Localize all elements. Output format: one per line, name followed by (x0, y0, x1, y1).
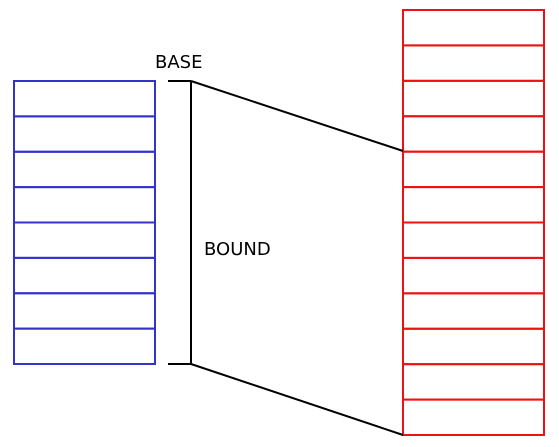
base-label: BASE (155, 52, 202, 73)
physical-memory-cell (402, 150, 545, 189)
physical-memory-cell (402, 221, 545, 259)
logical-memory-cell (13, 327, 156, 365)
physical-memory-cell (402, 186, 545, 224)
logical-memory-cell (13, 80, 156, 118)
logical-memory-cell (13, 256, 156, 295)
bound-mapping-line (190, 363, 404, 436)
bound-label: BOUND (204, 239, 271, 260)
logical-memory-cell (13, 221, 156, 259)
physical-memory-cell (402, 327, 545, 366)
physical-memory-column (402, 9, 545, 437)
physical-memory-cell (402, 363, 545, 401)
logical-memory-column (13, 80, 156, 365)
physical-memory-cell (402, 115, 545, 153)
logical-memory-cell (13, 292, 156, 330)
base-mapping-line (190, 80, 404, 152)
physical-memory-cell (402, 79, 545, 118)
bound-bracket (168, 80, 192, 365)
logical-memory-cell (13, 115, 156, 153)
physical-memory-cell (402, 398, 545, 437)
logical-memory-cell (13, 150, 156, 189)
logical-memory-cell (13, 186, 156, 224)
physical-memory-cell (402, 256, 545, 295)
physical-memory-cell (402, 9, 545, 47)
physical-memory-cell (402, 292, 545, 330)
physical-memory-cell (402, 44, 545, 82)
